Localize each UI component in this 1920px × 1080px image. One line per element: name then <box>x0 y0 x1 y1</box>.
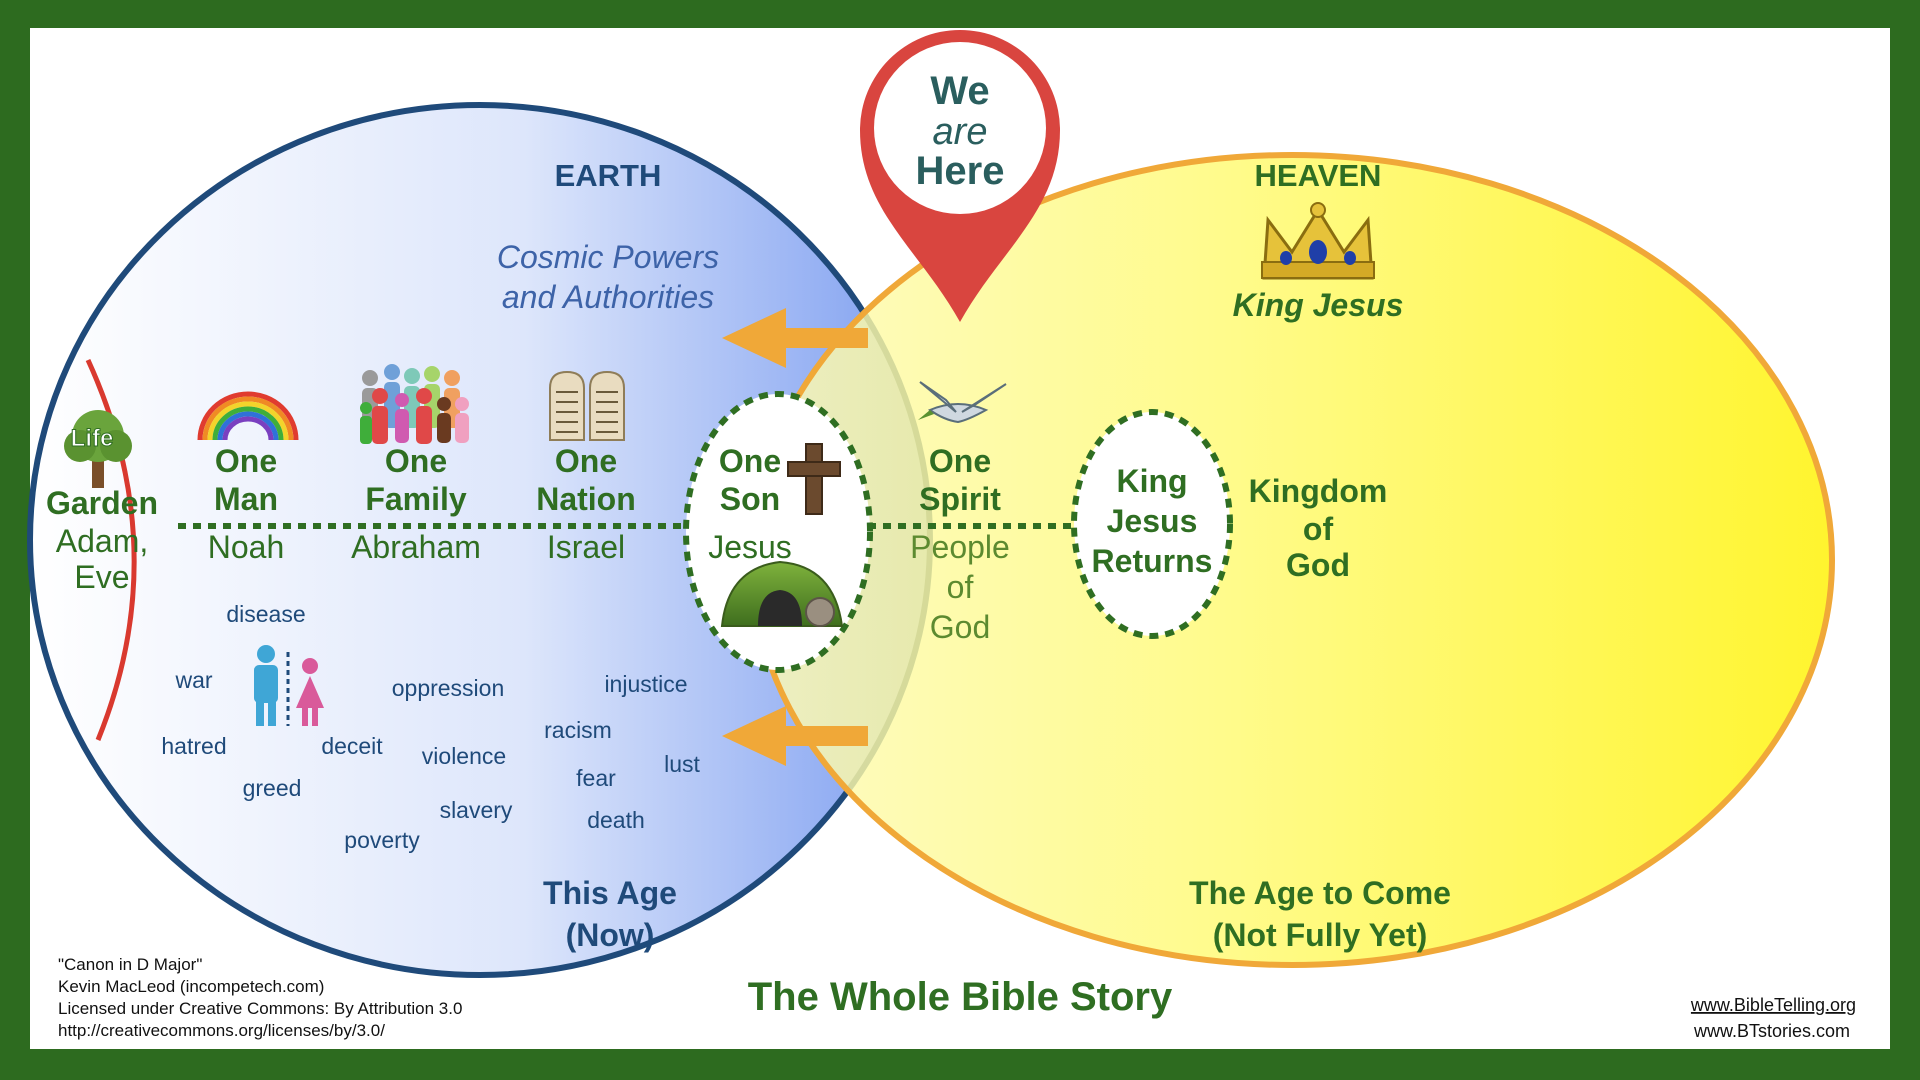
credit-line2: Kevin MacLeod (incompetech.com) <box>58 977 324 996</box>
israel-label: Israel <box>547 529 625 565</box>
one-nation-line1: One <box>555 443 617 479</box>
tree-life-label: Life <box>71 425 114 452</box>
link-bibletelling[interactable]: www.BibleTelling.org <box>1690 995 1856 1015</box>
word-lust: lust <box>664 751 700 777</box>
dove-icon <box>918 381 1007 424</box>
family-icon <box>360 364 469 444</box>
earth-heading: EARTH <box>555 158 662 193</box>
returns-line2: Jesus <box>1107 503 1198 539</box>
age-to-come-line2: (Not Fully Yet) <box>1213 917 1428 953</box>
link-btstories[interactable]: www.BTstories.com <box>1693 1021 1850 1041</box>
word-slavery: slavery <box>440 797 513 823</box>
credit-line3: Licensed under Creative Commons: By Attr… <box>58 999 462 1018</box>
cosmic-powers-line1: Cosmic Powers <box>497 239 719 275</box>
of-label: of <box>947 569 974 605</box>
we-are-here-pin: We are Here <box>860 30 1060 322</box>
returns-line1: King <box>1116 463 1187 499</box>
music-credits: "Canon in D Major" Kevin MacLeod (incomp… <box>58 955 462 1040</box>
credit-line4: http://creativecommons.org/licenses/by/3… <box>58 1021 385 1040</box>
king-jesus-label: King Jesus <box>1233 287 1404 323</box>
kingdom-line3: God <box>1286 547 1350 583</box>
pin-line1: We <box>930 69 989 113</box>
garden-line2: Eve <box>74 559 129 595</box>
one-nation-line2: Nation <box>536 481 636 517</box>
credit-line1: "Canon in D Major" <box>58 955 202 974</box>
one-family-line1: One <box>385 443 447 479</box>
one-man-line2: Man <box>214 481 278 517</box>
empty-tomb-icon <box>720 560 844 627</box>
word-injustice: injustice <box>604 671 687 697</box>
trouble-words: disease war hatred greed deceit oppressi… <box>161 601 700 853</box>
god-label: God <box>930 609 990 645</box>
tablets-icon <box>549 370 625 441</box>
people-label: People <box>910 529 1010 565</box>
tree-of-life-icon <box>64 410 132 488</box>
one-family-line2: Family <box>365 481 467 517</box>
word-death: death <box>587 807 645 833</box>
word-oppression: oppression <box>392 675 505 701</box>
word-fear: fear <box>576 765 616 791</box>
this-age-line2: (Now) <box>566 917 655 953</box>
jesus-label: Jesus <box>708 529 792 565</box>
word-disease: disease <box>226 601 305 627</box>
word-hatred: hatred <box>161 733 226 759</box>
arrow-upper <box>722 308 868 368</box>
word-war: war <box>174 667 212 693</box>
noah-label: Noah <box>208 529 285 565</box>
word-poverty: poverty <box>344 827 420 853</box>
garden-line1: Adam, <box>56 523 148 559</box>
heaven-heading: HEAVEN <box>1255 158 1382 193</box>
returns-line3: Returns <box>1092 543 1213 579</box>
arrow-lower <box>722 706 868 766</box>
age-to-come-line1: The Age to Come <box>1189 875 1451 911</box>
garden-title: Garden <box>46 485 158 521</box>
one-spirit-line1: One <box>929 443 991 479</box>
crown-icon <box>1261 202 1375 280</box>
word-deceit: deceit <box>321 733 383 759</box>
kingdom-line1: Kingdom <box>1249 473 1388 509</box>
one-son-line2: Son <box>720 481 780 517</box>
kingdom-line2: of <box>1303 511 1334 547</box>
one-son-line1: One <box>719 443 781 479</box>
word-violence: violence <box>422 743 506 769</box>
word-greed: greed <box>243 775 302 801</box>
one-man-line1: One <box>215 443 277 479</box>
one-spirit-line2: Spirit <box>919 481 1001 517</box>
rainbow-icon <box>197 391 299 441</box>
pin-line3: Here <box>916 149 1005 193</box>
pin-line2: are <box>933 111 988 153</box>
this-age-line1: This Age <box>543 875 677 911</box>
word-racism: racism <box>544 717 612 743</box>
abraham-label: Abraham <box>351 529 481 565</box>
man-woman-icon <box>254 645 324 726</box>
cross-icon <box>787 443 841 515</box>
returns-oval <box>1071 409 1233 639</box>
garden-boundary <box>85 358 137 741</box>
cosmic-powers-line2: and Authorities <box>502 279 714 315</box>
diagram-title: The Whole Bible Story <box>748 975 1173 1019</box>
